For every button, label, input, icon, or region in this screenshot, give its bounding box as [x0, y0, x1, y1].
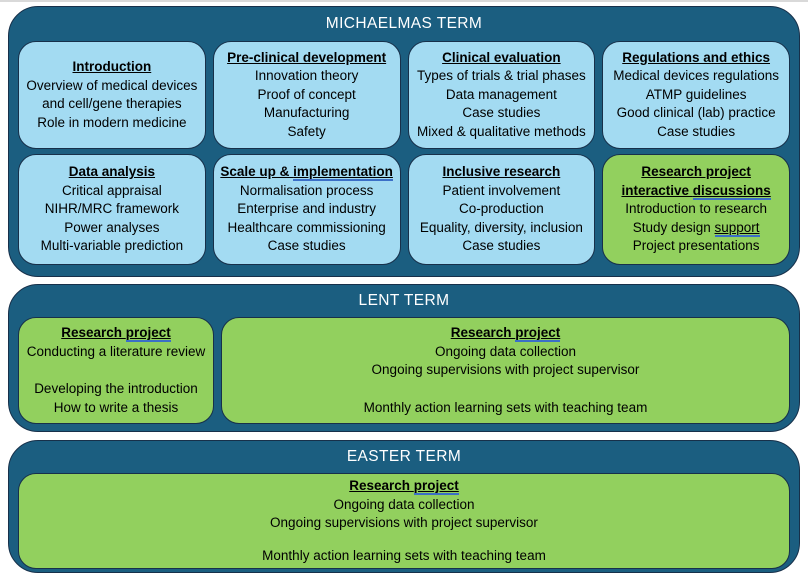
box-line: and cell/gene therapies [42, 96, 182, 111]
box-line: NIHR/MRC framework [44, 201, 179, 217]
box-line: Safety [287, 123, 326, 139]
course-box-research-project-interactive-discussions: Research project interactive discussions… [602, 154, 790, 265]
box-heading: Research project [61, 325, 171, 342]
box-line: Medical devices regulations [613, 68, 780, 84]
box-line: Role in modern medicine [37, 114, 187, 130]
box-line: Study design support [632, 219, 760, 237]
course-box-clinical-evaluation: Clinical evaluation Types of trials & tr… [407, 41, 596, 149]
blank-line [23, 361, 209, 380]
box-line: Critical appraisal [61, 182, 162, 198]
blank-line [23, 533, 785, 547]
michaelmas-term-title: MICHAELMAS TERM [325, 15, 483, 32]
lent-row: Research project Conducting a literature… [18, 317, 790, 424]
box-line: Case studies [462, 238, 541, 254]
box-heading: Clinical evaluation [442, 49, 561, 65]
box-line: Patient involvement [442, 182, 561, 198]
grammar-underlined-word: implementation [293, 164, 393, 182]
grammar-underlined-word: project [125, 325, 171, 342]
course-box-introduction: Introduction Overview of medical devices… [18, 41, 206, 149]
box-line: Case studies [462, 105, 541, 121]
box-line: Project presentations [632, 238, 760, 254]
box-line: Developing the introduction [34, 381, 198, 396]
box-line: Innovation theory [254, 68, 359, 84]
box-line: Equality, diversity, inclusion [419, 219, 583, 235]
box-line: Good clinical (lab) practice [616, 105, 776, 121]
box-line: Co-production [458, 201, 544, 217]
easter-term-section: EASTER TERM Research project Ongoing dat… [8, 440, 800, 573]
box-line: Case studies [267, 238, 346, 254]
box-line: How to write a thesis [53, 399, 179, 415]
course-box-research-project-easter: Research project Ongoing data collection… [18, 473, 790, 569]
blank-line [226, 380, 785, 399]
box-heading: Data analysis [68, 164, 156, 180]
easter-row: Research project Ongoing data collection… [18, 473, 790, 569]
course-box-inclusive-research: Inclusive research Patient involvement C… [407, 154, 596, 265]
box-heading: Research project [641, 164, 751, 180]
michaelmas-row-1: Introduction Overview of medical devices… [18, 41, 790, 149]
box-heading: Research project [349, 478, 459, 495]
lent-term-title: LENT TERM [358, 292, 450, 309]
box-line: Types of trials & trial phases [416, 68, 586, 84]
course-box-scale-up-implementation: Scale up & implementation Normalisation … [212, 154, 401, 265]
box-line: Introduction to research [625, 201, 768, 217]
box-line: Enterprise and industry [237, 201, 377, 217]
box-line: Proof of concept [257, 86, 356, 102]
box-heading-line-2: interactive discussions [621, 182, 771, 200]
box-line: Case studies [657, 123, 736, 139]
michaelmas-row-2: Data analysis Critical appraisal NIHR/MR… [18, 154, 790, 265]
grammar-underlined-word: project [515, 325, 561, 342]
box-heading: Scale up & implementation [220, 164, 393, 182]
box-line: Multi-variable prediction [40, 238, 184, 254]
box-heading: Inclusive research [442, 164, 561, 180]
box-heading: Pre-clinical development [227, 49, 387, 65]
box-line: Mixed & qualitative methods [416, 123, 586, 139]
box-line: Conducting a literature review [26, 343, 206, 359]
box-line: Manufacturing [263, 105, 350, 121]
box-line: Ongoing supervisions with project superv… [371, 362, 640, 377]
course-box-data-analysis: Data analysis Critical appraisal NIHR/MR… [18, 154, 206, 265]
box-line: Healthcare commissioning [227, 219, 386, 235]
box-line: Overview of medical devices [26, 77, 198, 93]
box-line: Monthly action learning sets with teachi… [363, 399, 648, 415]
course-box-research-project-lent-right: Research project Ongoing data collection… [221, 317, 790, 424]
underlined-word: support [714, 219, 760, 237]
lent-term-section: LENT TERM Research project Conducting a … [8, 284, 800, 432]
box-heading: Research project [450, 325, 561, 342]
grammar-underlined-word: project [413, 478, 459, 495]
box-line: Ongoing data collection [333, 496, 475, 512]
grammar-underlined-word: discussions [692, 182, 771, 200]
box-line: Data management [445, 86, 557, 102]
box-line: Normalisation process [239, 182, 374, 198]
box-line: Monthly action learning sets with teachi… [262, 547, 546, 563]
easter-term-title: EASTER TERM [346, 448, 462, 465]
michaelmas-term-section: MICHAELMAS TERM Introduction Overview of… [8, 6, 800, 277]
box-line: ATMP guidelines [645, 86, 747, 102]
box-heading: Introduction [72, 59, 152, 74]
course-box-pre-clinical-development: Pre-clinical development Innovation theo… [212, 41, 401, 149]
box-heading: Regulations and ethics [622, 49, 771, 65]
course-box-research-project-lent-left: Research project Conducting a literature… [18, 317, 214, 424]
box-line: Ongoing data collection [434, 343, 577, 359]
course-box-regulations-and-ethics: Regulations and ethics Medical devices r… [602, 41, 790, 149]
box-line: Ongoing supervisions with project superv… [270, 515, 538, 530]
box-line: Power analyses [64, 219, 160, 235]
